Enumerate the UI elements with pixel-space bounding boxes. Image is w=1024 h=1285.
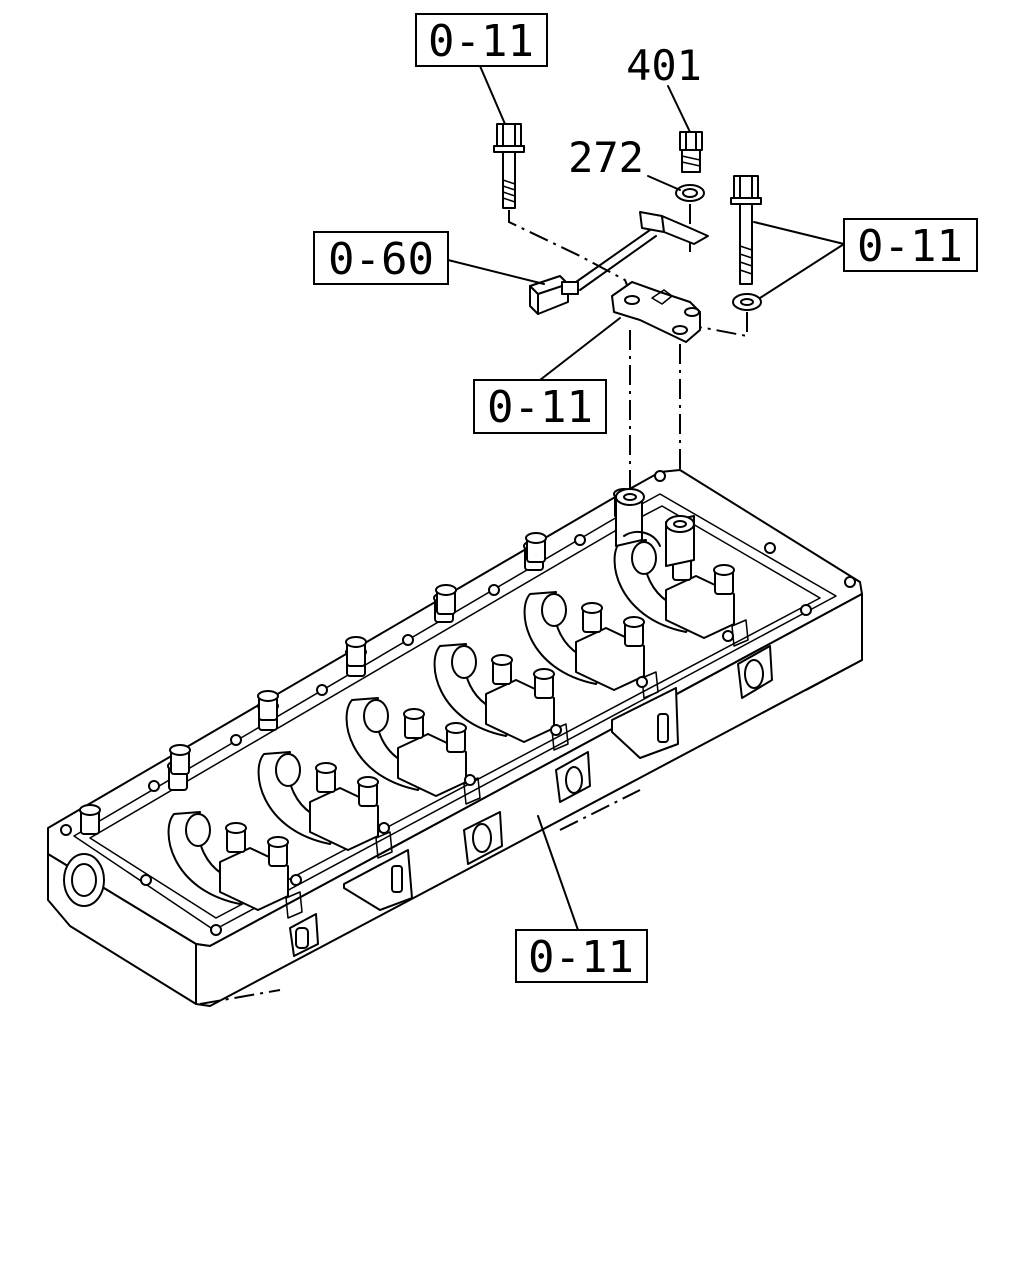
- bolt-right: [730, 175, 762, 285]
- bolt-hole: [844, 576, 856, 588]
- leader-line: [479, 65, 506, 125]
- bolt-top-left: [493, 123, 525, 209]
- ref-box-cylinder-head[interactable]: 0-11: [515, 929, 648, 983]
- ref-box-right-bolt[interactable]: 0-11: [843, 218, 978, 272]
- bolt-hole: [464, 774, 476, 786]
- sensor-harness: [529, 211, 709, 315]
- leader-line: [753, 221, 845, 245]
- ref-label: 0-11: [428, 16, 534, 67]
- bolt-hole: [148, 780, 160, 792]
- leader-line: [759, 243, 845, 299]
- ref-label: 0-60: [328, 234, 434, 285]
- bolt-hole: [574, 534, 586, 546]
- leader-line: [537, 815, 579, 931]
- side-bosses: [289, 645, 773, 957]
- bolt-hole: [488, 584, 500, 596]
- cam-cap-group: [345, 592, 569, 751]
- part-number-401[interactable]: 401: [626, 41, 702, 90]
- bolt-hole: [636, 676, 648, 688]
- bolt-hole: [378, 822, 390, 834]
- ref-label: 0-11: [487, 382, 593, 433]
- leader-line: [539, 317, 621, 381]
- part-number-272[interactable]: 272: [568, 133, 644, 182]
- bolt-401: [679, 131, 703, 173]
- cam-cap-group: [169, 700, 393, 859]
- bolt-hole: [402, 634, 414, 646]
- washer-right: [732, 293, 762, 311]
- ref-label: 0-11: [528, 932, 634, 983]
- ref-label: 0-11: [857, 221, 963, 272]
- bolt-hole: [230, 734, 242, 746]
- bolt-hole: [800, 604, 812, 616]
- bolt-hole: [60, 824, 72, 836]
- washer-272: [675, 184, 705, 202]
- ref-box-top-bolt[interactable]: 0-11: [415, 13, 548, 67]
- bolt-hole: [210, 924, 222, 936]
- bolt-hole: [316, 684, 328, 696]
- bolt-hole: [140, 874, 152, 886]
- bolt-hole: [722, 630, 734, 642]
- flange-bolt-holes: [60, 470, 856, 936]
- bolt-hole: [764, 542, 776, 554]
- bolt-hole: [550, 724, 562, 736]
- leader-line: [667, 85, 691, 133]
- leader-line: [647, 175, 681, 191]
- camshaft-caps: [79, 488, 749, 919]
- mount-bosses: [615, 488, 695, 567]
- bolt-hole: [654, 470, 666, 482]
- ref-box-harness[interactable]: 0-60: [313, 231, 449, 285]
- bolt-hole: [290, 874, 302, 886]
- ref-box-bracket[interactable]: 0-11: [473, 379, 607, 434]
- bracket: [611, 281, 701, 343]
- leader-line: [447, 259, 545, 285]
